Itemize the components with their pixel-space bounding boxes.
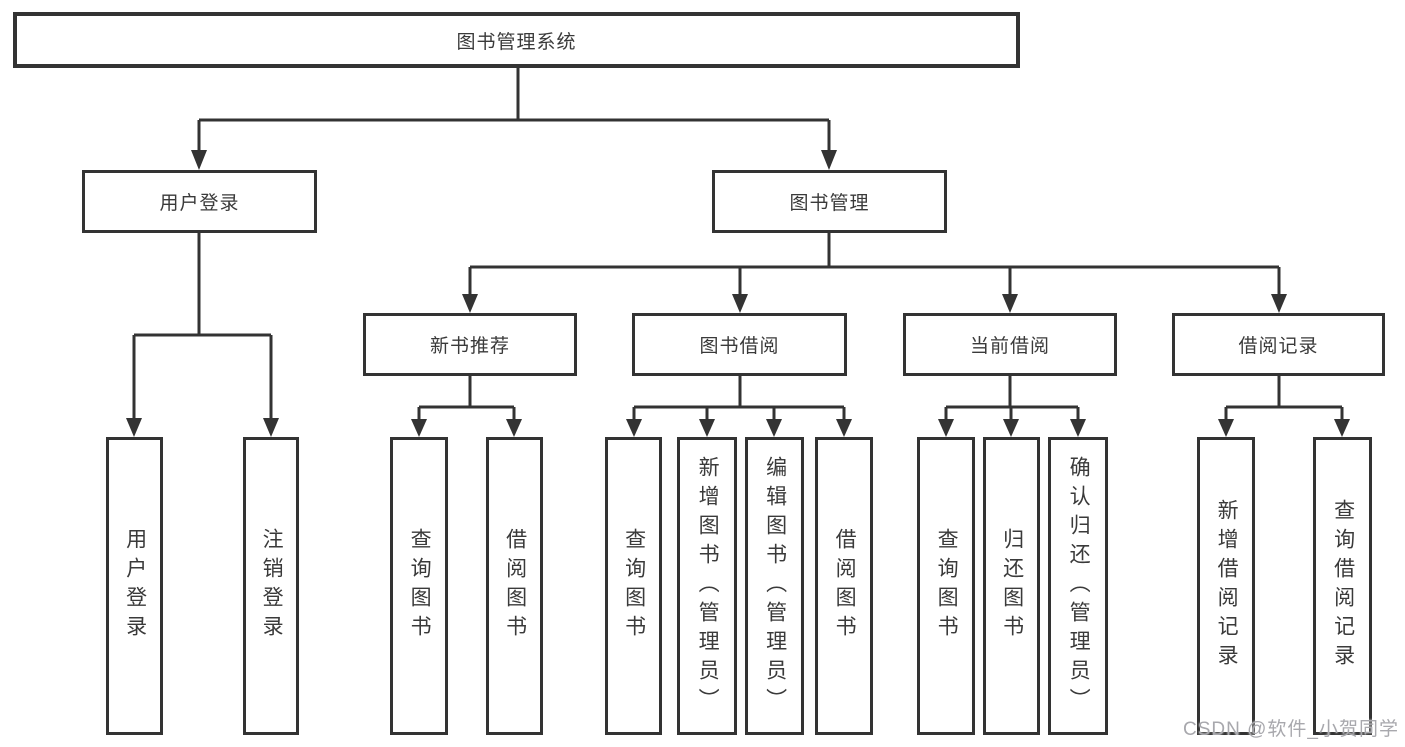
node-book-management: 图书管理 (712, 170, 947, 233)
arrowhead-icon (1218, 419, 1234, 437)
node-label: 新增借阅记录 (1215, 499, 1239, 673)
arrowhead-icon (263, 418, 279, 437)
node-label: 当前借阅 (969, 336, 1050, 357)
node-label: 新增图书（管理员） (696, 455, 720, 717)
arrowhead-icon (1070, 419, 1086, 437)
arrowhead-icon (766, 419, 782, 437)
arrowhead-icon (1334, 419, 1350, 437)
node-current-borrowing: 当前借阅 (903, 313, 1117, 376)
leaf-query-books-current: 查询图书 (917, 437, 975, 735)
connector-book-management-to-level3 (462, 232, 1287, 313)
connector-new-book-recommendation-to-leaves (411, 376, 522, 437)
node-label: 图书管理 (789, 193, 870, 214)
arrowhead-icon (1003, 419, 1019, 437)
leaf-edit-book-admin: 编辑图书（管理员） (745, 437, 804, 735)
arrowhead-icon (821, 150, 837, 170)
arrowhead-icon (732, 294, 748, 313)
connector-borrowing-records-to-leaves (1218, 376, 1350, 437)
arrowhead-icon (411, 419, 427, 437)
node-label: 查询图书 (408, 528, 432, 644)
connector-root-to-level2 (191, 68, 837, 170)
leaf-return-books: 归还图书 (983, 437, 1040, 735)
node-label: 查询借阅记录 (1331, 499, 1355, 673)
node-borrowing-records: 借阅记录 (1172, 313, 1385, 376)
arrowhead-icon (126, 418, 142, 437)
node-label: 借阅记录 (1238, 336, 1319, 357)
node-label: 图书管理系统 (456, 31, 577, 53)
arrowhead-icon (836, 419, 852, 437)
node-label: 归还图书 (1000, 528, 1024, 644)
node-user-login: 用户登录 (82, 170, 317, 233)
leaf-borrow-books-borrowing: 借阅图书 (815, 437, 873, 735)
leaf-query-books-recommend: 查询图书 (390, 437, 448, 735)
leaf-user-login: 用户登录 (106, 437, 163, 735)
leaf-query-books-borrowing: 查询图书 (605, 437, 662, 735)
node-new-book-recommendation: 新书推荐 (363, 313, 577, 376)
node-label: 借阅图书 (503, 528, 527, 644)
node-label: 查询图书 (622, 528, 646, 644)
node-label: 注销登录 (260, 528, 284, 644)
node-label: 新书推荐 (429, 336, 510, 357)
leaf-confirm-return-admin: 确认归还（管理员） (1048, 437, 1108, 735)
connector-current-borrowing-to-leaves (938, 376, 1086, 437)
leaf-add-book-admin: 新增图书（管理员） (677, 437, 737, 735)
node-label: 用户登录 (123, 528, 147, 644)
leaf-logout: 注销登录 (243, 437, 299, 735)
arrowhead-icon (462, 294, 478, 313)
node-label: 图书借阅 (699, 336, 780, 357)
node-library-management-system: 图书管理系统 (13, 12, 1020, 68)
arrowhead-icon (191, 150, 207, 170)
arrowhead-icon (1002, 294, 1018, 313)
arrowhead-icon (506, 419, 522, 437)
arrowhead-icon (699, 419, 715, 437)
csdn-watermark: CSDN @软件_小贺同学 (1183, 719, 1399, 740)
node-label: 查询图书 (935, 528, 959, 644)
node-label: 借阅图书 (833, 528, 857, 644)
node-label: 用户登录 (159, 193, 240, 214)
leaf-borrow-books-recommend: 借阅图书 (486, 437, 543, 735)
arrowhead-icon (626, 419, 642, 437)
arrowhead-icon (938, 419, 954, 437)
node-label: 编辑图书（管理员） (763, 455, 787, 717)
connector-book-borrowing-to-leaves (626, 376, 852, 437)
arrowhead-icon (1271, 294, 1287, 313)
node-book-borrowing: 图书借阅 (632, 313, 847, 376)
leaf-add-borrow-record: 新增借阅记录 (1197, 437, 1255, 735)
connector-user-login-to-leaves (126, 233, 279, 437)
node-label: 确认归还（管理员） (1067, 455, 1091, 717)
leaf-query-borrow-record: 查询借阅记录 (1313, 437, 1372, 735)
